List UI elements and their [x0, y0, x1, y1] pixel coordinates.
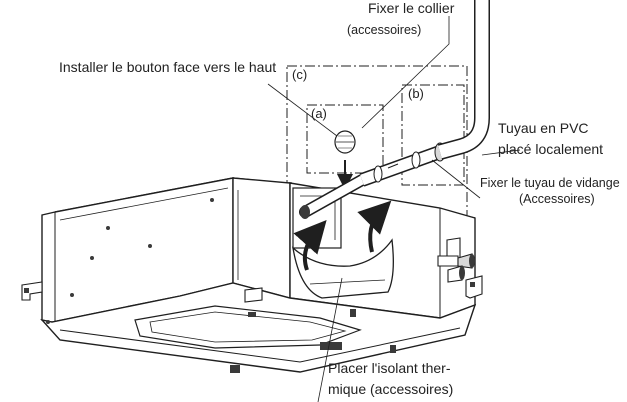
leader-insulation [317, 277, 343, 402]
drain-hose [299, 142, 446, 219]
label-pvc-line2: placé localement [498, 141, 604, 157]
tag-c: (c) [292, 67, 308, 82]
pvc-pipe [437, 0, 490, 160]
frame-b [401, 84, 465, 186]
leader-install-button [267, 83, 338, 137]
fold-arrow-left [293, 220, 327, 271]
label-fix-drain-line1: Fixer le tuyau de vidange [480, 176, 620, 190]
leader-drain-hose [431, 159, 481, 199]
unit-front-face [232, 177, 291, 299]
tag-a: (a) [311, 106, 327, 121]
tag-b: (b) [408, 86, 424, 101]
drain-button-part [334, 130, 356, 154]
label-fix-collar-accessories: (accessoires) [347, 23, 422, 37]
label-insulation-line2: mique (accessoires) [328, 381, 454, 397]
label-install-button: Installer le bouton face vers le haut [59, 59, 277, 75]
refrigerant-pipe-connection [437, 253, 475, 283]
label-fix-collar: Fixer le collier [368, 0, 455, 16]
label-fix-drain-line2: (Accessoires) [519, 192, 595, 206]
label-insulation-line1: Placer l'isolant ther- [328, 360, 451, 376]
label-pvc-line1: Tuyau en PVC [498, 120, 589, 136]
panel-inner-opening [134, 305, 362, 349]
fold-arrow-right [357, 200, 392, 253]
leader-pvc [481, 149, 521, 156]
leader-fix-collar [361, 16, 450, 129]
